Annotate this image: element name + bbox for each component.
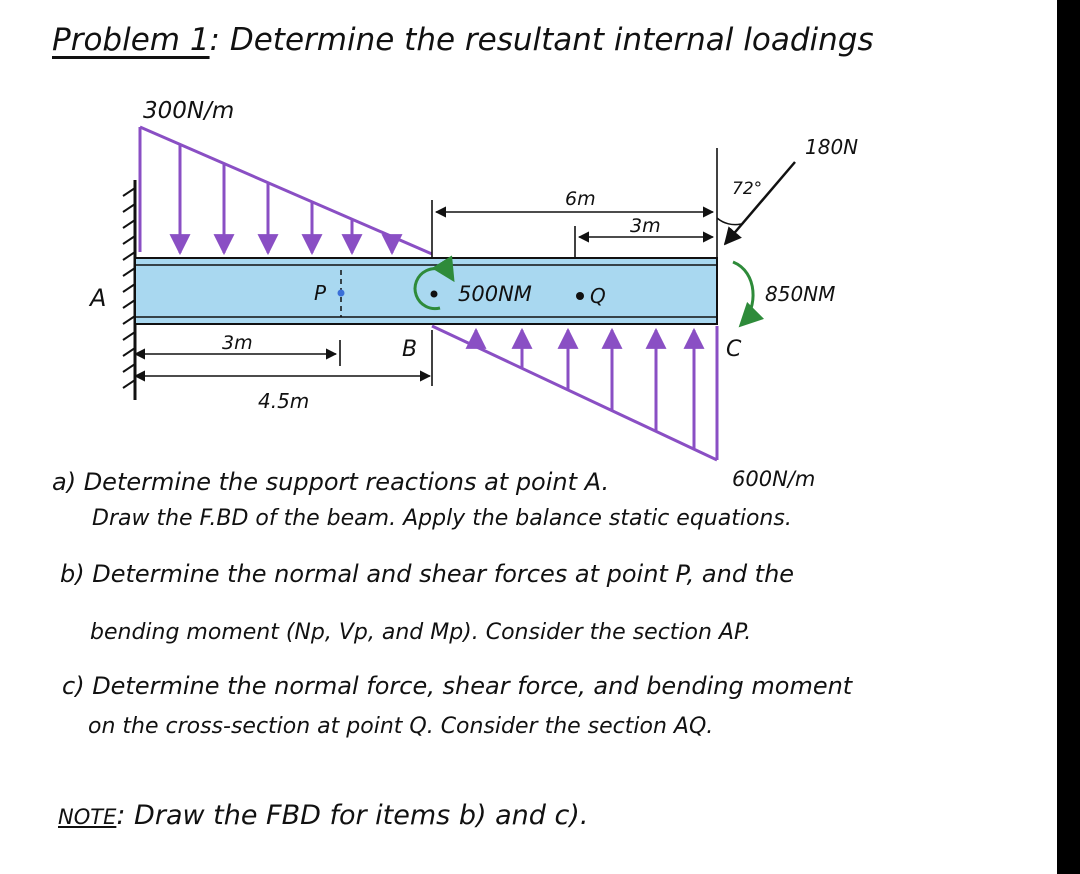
title-separator: :: [209, 22, 220, 58]
point-label-b: B: [402, 337, 417, 362]
point-q-dot: [576, 292, 584, 300]
distributed-load-bottom: [431, 324, 719, 462]
point-label-q: Q: [590, 284, 606, 308]
force-180-arrow: [716, 161, 796, 246]
question-c-line1: c) Determine the normal force, shear for…: [62, 672, 853, 700]
section-marker-p: [337, 270, 345, 317]
dim-label-3m-top: 3m: [630, 215, 661, 237]
dim-label-4-5m: 4.5m: [258, 389, 309, 413]
question-b-line1: b) Determine the normal and shear forces…: [60, 560, 795, 588]
point-label-c: C: [726, 337, 742, 362]
note-text: Draw the FBD for items b) and c).: [134, 800, 589, 831]
question-c-line2: on the cross-section at point Q. Conside…: [88, 714, 714, 739]
dim-label-3m-bottom: 3m: [222, 332, 253, 354]
moment-500-symbol: [413, 255, 455, 311]
point-label-p: P: [314, 281, 327, 305]
moment-850-symbol: [732, 260, 765, 328]
question-b-line2: bending moment (Np, Vp, and Mp). Conside…: [90, 620, 752, 645]
point-p-dot: [337, 289, 345, 297]
note-separator: :: [116, 800, 126, 831]
distributed-load-top: [138, 125, 433, 256]
note-label: NOTE: [58, 805, 117, 829]
moment-label-left: 500NM: [458, 282, 532, 306]
load-label-right: 600N/m: [732, 467, 815, 491]
moment-label-right: 850NM: [765, 282, 835, 306]
support-label-a: A: [88, 284, 106, 312]
fixed-support-wall: [122, 180, 137, 400]
right-edge-bar: [1057, 0, 1080, 874]
question-a-line2: Draw the F.BD of the beam. Apply the bal…: [92, 506, 792, 531]
force-label: 180N: [805, 135, 858, 159]
problem-number: Problem 1: [52, 22, 210, 58]
dim-label-6m: 6m: [565, 188, 596, 210]
load-label-left: 300N/m: [143, 98, 234, 124]
note: NOTE: Draw the FBD for items b) and c).: [58, 800, 588, 831]
beam: [134, 257, 718, 325]
problem-title: Problem 1: Determine the resultant inter…: [52, 22, 874, 58]
problem-statement: Determine the resultant internal loading…: [229, 22, 874, 58]
question-a-line1: a) Determine the support reactions at po…: [52, 468, 610, 496]
angle-label: 72°: [732, 179, 762, 199]
dimension-lines: [133, 148, 718, 386]
